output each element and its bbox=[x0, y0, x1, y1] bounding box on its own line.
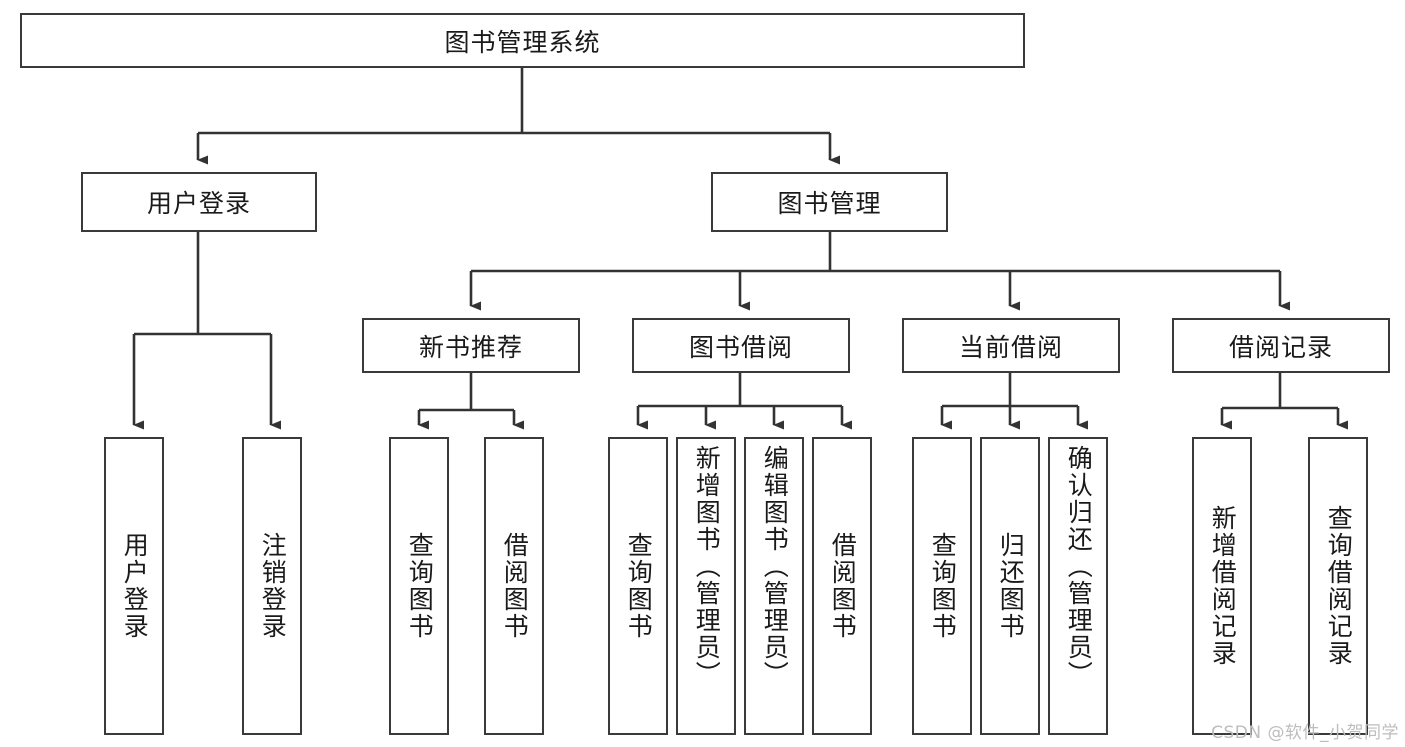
leaf-query-book-1-label: 查询图书 bbox=[405, 532, 435, 640]
leaf-add-borrow-record[interactable]: 新增借阅记录 bbox=[1192, 437, 1252, 735]
leaf-user-login-body: 用户登录 bbox=[106, 439, 162, 733]
node-user-login-label: 用户登录 bbox=[146, 189, 251, 218]
node-new-book-recommend[interactable]: 新书推荐 bbox=[362, 318, 580, 373]
leaf-edit-book-admin-label: 编辑图书（管理员） bbox=[760, 445, 790, 688]
leaf-query-borrow-record-body: 查询借阅记录 bbox=[1310, 439, 1366, 733]
leaf-borrow-book-2-label: 借阅图书 bbox=[828, 532, 858, 640]
node-root-label: 图书管理系统 bbox=[444, 27, 601, 57]
leaf-borrow-book-2[interactable]: 借阅图书 bbox=[812, 437, 872, 735]
leaf-edit-book-admin-body: 编辑图书（管理员） bbox=[746, 439, 802, 733]
node-book-borrow-label: 图书借阅 bbox=[688, 332, 793, 362]
leaf-borrow-book-1[interactable]: 借阅图书 bbox=[484, 437, 544, 735]
leaf-query-book-2-body: 查询图书 bbox=[610, 439, 666, 733]
leaf-borrow-book-1-label: 借阅图书 bbox=[500, 532, 530, 640]
leaf-logout-login-body: 注销登录 bbox=[244, 439, 300, 733]
leaf-query-book-2-label: 查询图书 bbox=[624, 532, 654, 640]
node-book-borrow[interactable]: 图书借阅 bbox=[632, 318, 850, 373]
leaf-query-book-1[interactable]: 查询图书 bbox=[389, 437, 449, 735]
node-root[interactable]: 图书管理系统 bbox=[20, 13, 1025, 68]
leaf-logout-login-label: 注销登录 bbox=[258, 532, 288, 640]
leaf-query-borrow-record-label: 查询借阅记录 bbox=[1324, 505, 1354, 667]
leaf-add-book-admin-label: 新增图书（管理员） bbox=[692, 445, 722, 688]
leaf-return-book[interactable]: 归还图书 bbox=[980, 437, 1040, 735]
leaf-confirm-return-admin[interactable]: 确认归还（管理员） bbox=[1048, 437, 1108, 735]
node-borrow-record-label: 借阅记录 bbox=[1228, 332, 1333, 362]
leaf-confirm-return-admin-body: 确认归还（管理员） bbox=[1050, 439, 1106, 733]
node-new-book-recommend-label: 新书推荐 bbox=[418, 332, 523, 362]
node-current-borrow[interactable]: 当前借阅 bbox=[902, 318, 1120, 373]
leaf-logout-login[interactable]: 注销登录 bbox=[242, 437, 302, 735]
node-borrow-record[interactable]: 借阅记录 bbox=[1172, 318, 1390, 373]
leaf-query-book-3-label: 查询图书 bbox=[928, 532, 958, 640]
leaf-return-book-label: 归还图书 bbox=[996, 532, 1026, 640]
node-user-login[interactable]: 用户登录 bbox=[81, 172, 317, 232]
leaf-borrow-book-1-body: 借阅图书 bbox=[486, 439, 542, 733]
node-current-borrow-label: 当前借阅 bbox=[958, 332, 1063, 362]
leaf-user-login-label: 用户登录 bbox=[120, 532, 150, 640]
leaf-return-book-body: 归还图书 bbox=[982, 439, 1038, 733]
leaf-query-borrow-record[interactable]: 查询借阅记录 bbox=[1308, 437, 1368, 735]
leaf-query-book-2[interactable]: 查询图书 bbox=[608, 437, 668, 735]
leaf-add-book-admin[interactable]: 新增图书（管理员） bbox=[676, 437, 736, 735]
leaf-query-book-1-body: 查询图书 bbox=[391, 439, 447, 733]
watermark-text: CSDN @软件_小贺同学 bbox=[1211, 723, 1399, 743]
leaf-add-book-admin-body: 新增图书（管理员） bbox=[678, 439, 734, 733]
leaf-query-book-3[interactable]: 查询图书 bbox=[912, 437, 972, 735]
leaf-query-book-3-body: 查询图书 bbox=[914, 439, 970, 733]
leaf-edit-book-admin[interactable]: 编辑图书（管理员） bbox=[744, 437, 804, 735]
leaf-borrow-book-2-body: 借阅图书 bbox=[814, 439, 870, 733]
node-book-manage-label: 图书管理 bbox=[777, 189, 882, 218]
leaf-confirm-return-admin-label: 确认归还（管理员） bbox=[1064, 445, 1094, 688]
leaf-add-borrow-record-label: 新增借阅记录 bbox=[1208, 505, 1238, 667]
leaf-add-borrow-record-body: 新增借阅记录 bbox=[1194, 439, 1250, 733]
leaf-user-login[interactable]: 用户登录 bbox=[104, 437, 164, 735]
node-book-manage[interactable]: 图书管理 bbox=[711, 172, 948, 232]
